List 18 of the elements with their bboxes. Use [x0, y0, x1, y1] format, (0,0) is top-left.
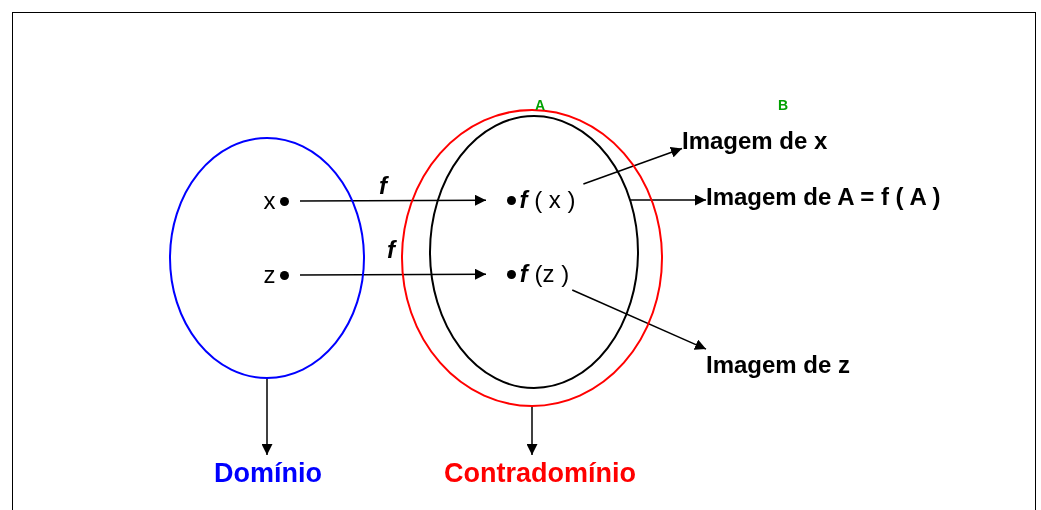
image-point-label: f ( x ) — [519, 186, 576, 214]
arrow — [571, 289, 707, 350]
set-title: Contradomínio — [444, 457, 636, 489]
image-point-label: f (z ) — [519, 260, 570, 288]
arrow — [629, 194, 707, 206]
set-letter: B — [777, 98, 789, 112]
image-label: Imagem de A = f ( A ) — [706, 183, 941, 211]
image-label: Imagem de x — [682, 127, 828, 155]
point-label: x — [263, 187, 276, 215]
set-letter: A — [534, 98, 546, 112]
set-title: Domínio — [214, 457, 322, 489]
point-label: z — [263, 261, 276, 289]
arrow — [261, 377, 273, 456]
image-label: Imagem de z — [706, 351, 851, 379]
arrow — [299, 194, 487, 206]
arrow — [299, 268, 487, 280]
arrow — [526, 405, 538, 456]
arrow — [582, 147, 683, 185]
